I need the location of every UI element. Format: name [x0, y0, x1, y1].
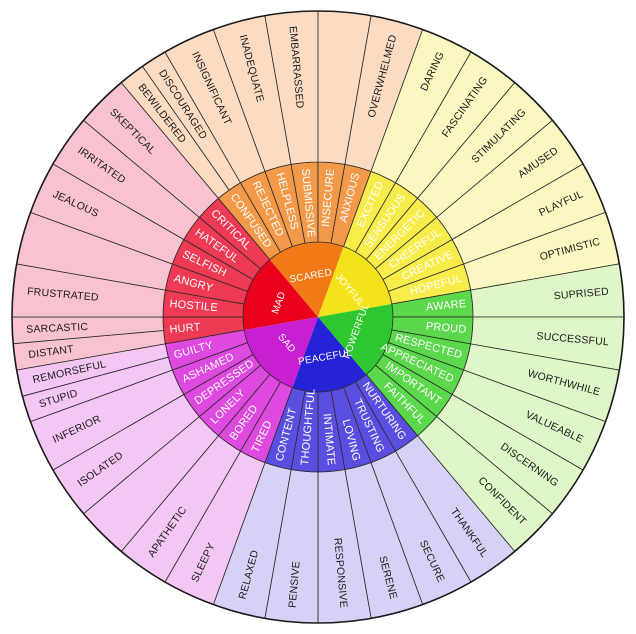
label-distant: DISTANT [28, 343, 75, 361]
core-mad [242, 259, 318, 331]
label-insecure: INSECURE [320, 168, 337, 227]
core-sad [244, 317, 318, 388]
core-joyful [318, 246, 392, 317]
core-powerful [318, 303, 394, 375]
label-proud: PROUD [425, 320, 467, 336]
label-hostile: HOSTILE [169, 298, 218, 314]
label-aware: AWARE [426, 298, 467, 313]
core-scared [269, 242, 344, 317]
label-submissive: SUBMISSIVE [299, 168, 317, 238]
label-intimate: INTIMATE [320, 413, 336, 466]
label-sarcastic: SARCASTIC [26, 321, 89, 336]
label-suprised: SUPRISED [553, 286, 609, 303]
label-hurt: HURT [169, 321, 201, 336]
wheel-segments [11, 10, 625, 624]
label-pensive: PENSIVE [287, 561, 303, 609]
wheel-rim [11, 10, 625, 624]
core-peaceful [292, 317, 367, 393]
